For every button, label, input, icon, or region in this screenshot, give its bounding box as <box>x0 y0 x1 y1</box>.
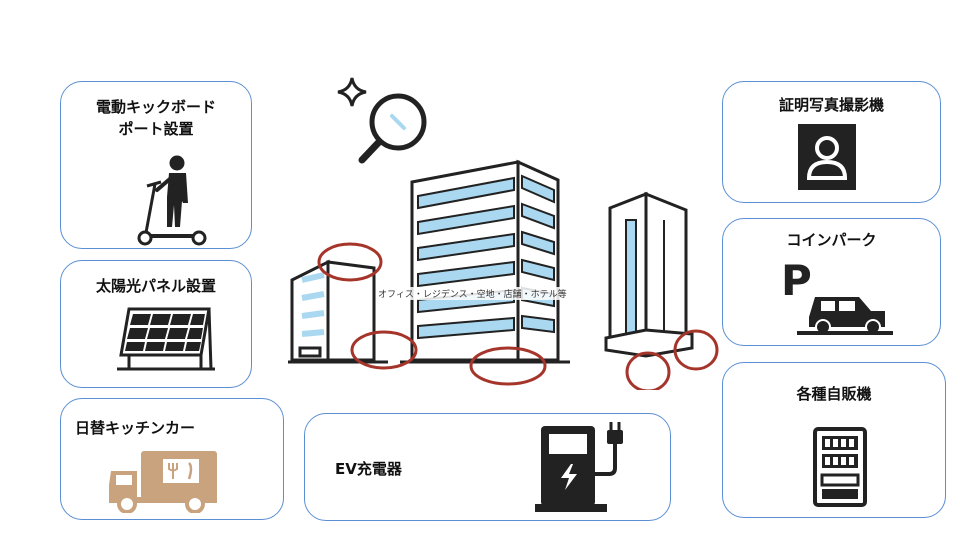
parking-sign: P <box>781 256 812 305</box>
photo-booth-card: 証明写真撮影機 <box>722 81 941 203</box>
car-icon <box>797 297 893 335</box>
vending-label: 各種自販機 <box>796 385 872 403</box>
solar-card: 太陽光パネル設置 <box>60 260 252 388</box>
kickboard-label-line1: 電動キックボード <box>95 98 216 116</box>
kickboard-card: 電動キックボード ポート設置 <box>60 81 252 249</box>
kickboard-label-line2: ポート設置 <box>118 120 194 138</box>
sparkle-icon <box>337 77 367 107</box>
solar-label: 太陽光パネル設置 <box>95 277 216 295</box>
kickboard-rider-icon <box>137 155 207 246</box>
vending-card: 各種自販機 <box>722 362 946 518</box>
coin-parking-card: コインパーク P <box>722 218 941 346</box>
food-truck-icon <box>109 451 217 513</box>
ev-charger-icon <box>535 422 623 512</box>
buildings-illustration <box>288 77 719 390</box>
main-building <box>410 159 560 362</box>
id-photo-icon <box>798 124 856 190</box>
location-markers <box>317 242 719 390</box>
right-building <box>604 191 694 358</box>
solar-panel-icon <box>117 307 215 371</box>
photo-booth-label: 証明写真撮影機 <box>778 96 884 114</box>
ev-charger-label: EV充電器 <box>335 460 402 478</box>
center-caption: オフィス・レジデンス・空地・店舗・ホテル等 <box>376 287 569 300</box>
vending-machine-icon <box>813 427 867 507</box>
coin-parking-label: コインパーク <box>786 231 877 249</box>
food-truck-card: 日替キッチンカー <box>60 398 284 520</box>
food-truck-label: 日替キッチンカー <box>75 419 196 437</box>
ev-charger-card: EV充電器 <box>304 413 671 521</box>
